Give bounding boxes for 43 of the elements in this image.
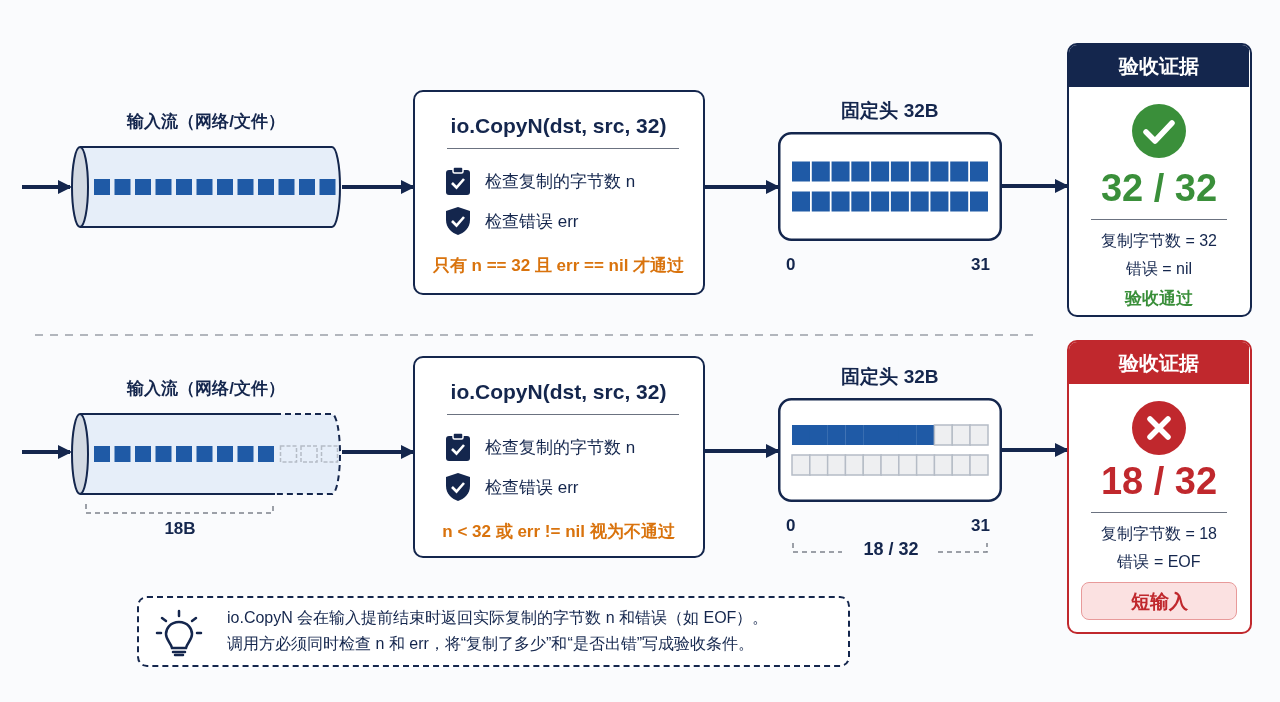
arrow [342,445,415,459]
check-item: 检查错误 err [485,211,579,233]
condition-text: n < 32 或 err != nil 视为不通过 [441,521,676,543]
evidence-card [1067,43,1252,317]
evidence-card [1067,340,1252,634]
count-value: 18 / 32 [1099,460,1219,503]
function-box [413,356,705,558]
condition-text: 只有 n == 32 且 err == nil 才通过 [431,255,686,277]
count-value: 32 / 32 [1099,167,1219,210]
stream-title: 输入流（网络/文件） [125,378,286,400]
dimension-label: 18B [163,519,197,539]
card-header: 验收证据 [1069,342,1249,384]
note-text: 调用方必须同时检查 n 和 err，将“复制了多少”和“是否出错”写成验收条件。 [227,634,755,654]
check-item: 检查复制的字节数 n [485,171,636,193]
index-label: 0 [786,516,796,536]
buffer-title: 固定头 32B [840,365,940,389]
verdict-badge: 短输入 [1081,582,1237,620]
check-item: 检查错误 err [485,477,579,499]
arrow [705,444,780,458]
note-text: io.CopyN 会在输入提前结束时返回实际复制的字节数 n 和错误（如 EOF）。 [227,608,769,628]
function-signature: io.CopyN(dst, src, 32) [449,114,668,138]
check-item: 检查复制的字节数 n [485,437,636,459]
arrow [342,180,415,194]
stream-title: 输入流（网络/文件） [125,111,286,133]
arrow [1002,443,1069,457]
buffer-title: 固定头 32B [840,99,940,123]
verdict-text: 验收通过 [1123,288,1194,310]
arrow [22,180,72,194]
index-label: 31 [971,255,990,275]
card-header: 验收证据 [1069,45,1249,87]
function-box [413,90,705,295]
result-detail: 复制字节数 = 32 [1100,231,1218,251]
dimension-label: 18 / 32 [862,539,920,560]
index-label: 31 [971,516,990,536]
function-signature: io.CopyN(dst, src, 32) [449,380,668,404]
result-detail: 错误 = EOF [1116,552,1202,572]
index-label: 0 [786,255,796,275]
result-detail: 复制字节数 = 18 [1100,524,1218,544]
arrow [22,445,72,459]
arrow [1002,179,1069,193]
arrow [705,180,780,194]
result-detail: 错误 = nil [1124,259,1194,279]
note-box [137,596,850,667]
